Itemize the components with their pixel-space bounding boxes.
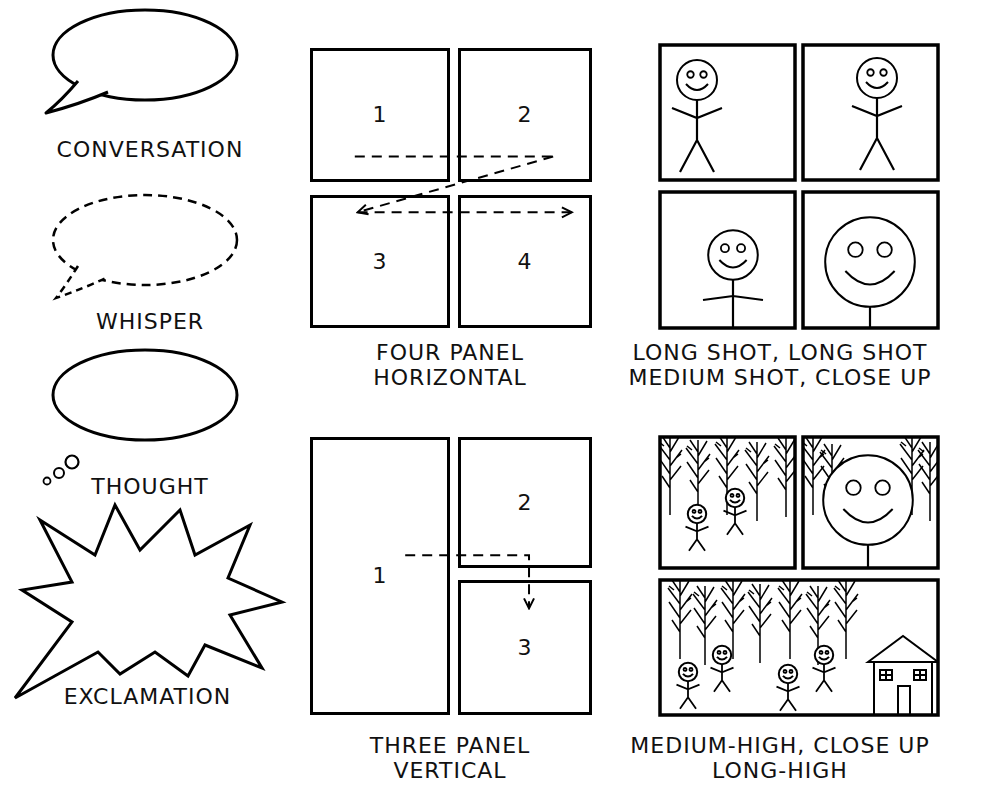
bubble-label: THOUGHT bbox=[91, 474, 208, 500]
stick-figure bbox=[852, 58, 902, 170]
panel-number: 4 bbox=[518, 249, 533, 275]
whisper-bubble: WHISPER bbox=[30, 185, 270, 335]
exclamation-bubble: EXCLAMATION bbox=[5, 505, 290, 710]
bubble-shape bbox=[5, 505, 290, 710]
caption-label: LONG SHOT, LONG SHOT MEDIUM SHOT, CLOSE … bbox=[615, 340, 945, 390]
thought-dot bbox=[54, 468, 64, 478]
caption-label: THREE PANEL VERTICAL bbox=[340, 733, 560, 783]
forest-scene bbox=[803, 437, 938, 568]
reading-order-arrow bbox=[355, 156, 553, 158]
panel-number: 1 bbox=[373, 563, 388, 589]
panel-number: 3 bbox=[373, 249, 388, 275]
bubble-tail bbox=[56, 266, 108, 298]
stick-figure bbox=[703, 230, 763, 328]
reading-order-arrow bbox=[358, 157, 554, 213]
bubble-outline bbox=[53, 350, 237, 440]
comic-panel: 4 bbox=[458, 195, 592, 328]
reading-order-arrow bbox=[358, 211, 572, 213]
caption-label: FOUR PANEL HORIZONTAL bbox=[330, 340, 570, 390]
forest-scene bbox=[668, 580, 938, 715]
bubble-label: EXCLAMATION bbox=[64, 684, 232, 710]
speech-bubble: CONVERSATION bbox=[30, 5, 270, 163]
forest-scene bbox=[660, 437, 795, 551]
bubble-tail bbox=[46, 81, 108, 113]
comic-panel: 1 bbox=[310, 48, 450, 182]
thought-dot bbox=[44, 478, 51, 485]
comic-panel: 3 bbox=[310, 195, 450, 328]
thought-dot bbox=[66, 456, 79, 469]
comic-panel: 2 bbox=[458, 437, 592, 568]
stick-figure bbox=[672, 60, 722, 172]
panel-number: 2 bbox=[518, 490, 533, 516]
caption-label: MEDIUM-HIGH, CLOSE UP LONG-HIGH bbox=[615, 733, 945, 783]
thought-bubble: THOUGHT bbox=[30, 345, 270, 500]
comic-panel: 3 bbox=[458, 580, 592, 715]
panel-number: 2 bbox=[518, 102, 533, 128]
bubble-label: WHISPER bbox=[96, 309, 204, 335]
comic-panel: 1 bbox=[310, 437, 450, 715]
bubble-label: CONVERSATION bbox=[57, 137, 244, 163]
comic-panel: 2 bbox=[458, 48, 592, 182]
bubble-outline bbox=[15, 505, 282, 698]
stick-figure bbox=[825, 217, 915, 328]
house bbox=[868, 636, 938, 715]
panel-number: 3 bbox=[518, 635, 533, 661]
panel-number: 1 bbox=[373, 102, 388, 128]
